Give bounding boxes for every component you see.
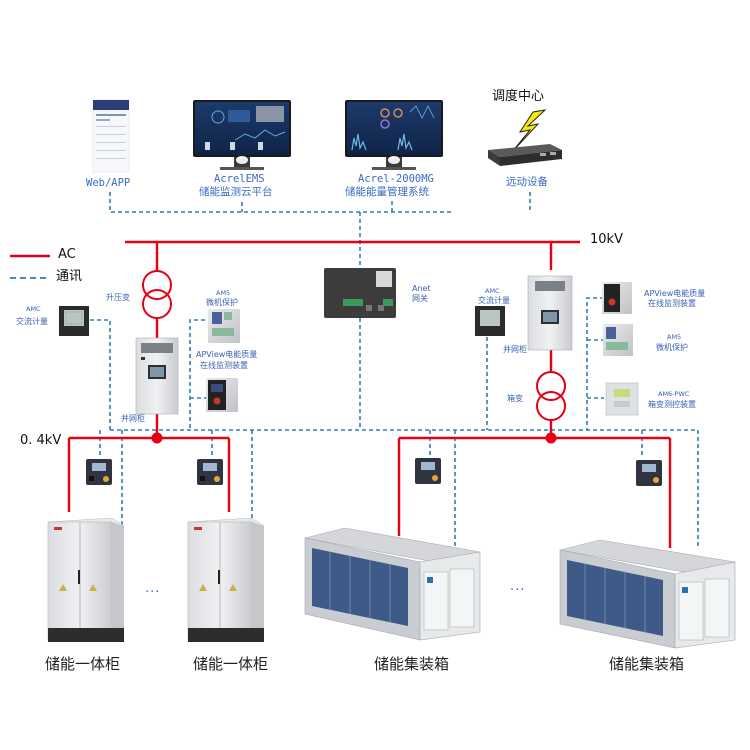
- grid-cabinet-left-icon: [135, 337, 179, 415]
- junction-left: [151, 432, 163, 444]
- junction-right: [545, 432, 557, 444]
- right-protection-label-line1: AM5: [667, 333, 682, 341]
- am6-pwc-label-line2: 箱变测控装置: [648, 400, 696, 409]
- storage-cabinet-1-icon: [47, 517, 125, 642]
- amc-small-meter-2-icon: [197, 459, 223, 485]
- am6-pwc-icon: [605, 382, 639, 416]
- legend-ac-label: AC: [58, 247, 76, 262]
- telecontrol-label: 远动设备: [506, 176, 548, 188]
- storage-container-2-label: 储能集装箱: [609, 655, 685, 673]
- right-meter-label-line1: AMC: [485, 287, 500, 295]
- am5-protection-right-icon: [603, 324, 633, 356]
- storage-container-1-label: 储能集装箱: [374, 655, 450, 673]
- ac-lines: [67, 240, 672, 548]
- storage-container-1-icon: [304, 527, 481, 641]
- dispatch-center-title: 调度中心: [492, 89, 545, 104]
- ems-subtitle: 储能监测云平台: [199, 186, 273, 198]
- step-up-transformer-label: 升压变: [106, 293, 130, 302]
- gateway-label-line2: 网关: [412, 294, 428, 303]
- gateway-label-line1: Anet: [412, 284, 431, 293]
- left-pq-label-line2: 在线监测装置: [200, 361, 248, 370]
- right-pq-label-line1: APView电能质量: [644, 289, 706, 298]
- transformer-left-icon: [142, 270, 172, 319]
- legend: [10, 254, 50, 279]
- storage-cabinet-2-icon: [187, 517, 265, 642]
- left-pq-label-line1: APView电能质量: [196, 350, 258, 359]
- transformer-right-icon: [536, 371, 566, 421]
- apview-right-icon: [602, 282, 632, 314]
- mg-monitor-icon: [345, 100, 443, 170]
- ems-title: AcrelEMS: [214, 173, 265, 185]
- left-grid-cabinet-label: 并网柜: [121, 414, 145, 423]
- lightning-icon: [511, 109, 547, 153]
- left-protection-label-line2: 微机保护: [206, 298, 238, 307]
- comm-lines: [90, 192, 699, 566]
- apview-left-icon: [206, 378, 238, 412]
- amc-small-meter-3-icon: [415, 458, 441, 484]
- storage-cabinet-2-label: 储能一体柜: [193, 655, 269, 673]
- mobile-app-icon: [92, 99, 130, 173]
- right-grid-cabinet-label: 并网柜: [503, 345, 527, 354]
- ellipsis-cabinets: ...: [145, 581, 161, 596]
- bus-10kv-label: 10kV: [590, 232, 623, 247]
- am6-pwc-label-line1: AM6-PWC: [658, 390, 690, 398]
- bus-04kv-label: 0. 4kV: [20, 433, 62, 448]
- amc-small-meter-1-icon: [86, 459, 112, 485]
- left-meter-label-line1: AMC: [26, 305, 41, 313]
- amc-meter-right-icon: [475, 306, 505, 336]
- ems-monitor-icon: [193, 100, 291, 170]
- mg-title: Acrel-2000MG: [358, 173, 434, 185]
- right-protection-label-line2: 微机保护: [656, 343, 688, 352]
- telecontrol-device-icon: [488, 144, 562, 166]
- right-meter-label-line2: 交流计量: [478, 296, 510, 305]
- ellipsis-containers: ...: [510, 579, 526, 594]
- mg-subtitle: 储能能量管理系统: [345, 186, 429, 198]
- left-meter-label-line2: 交流计量: [16, 317, 48, 326]
- gateway-device-icon: [324, 268, 396, 318]
- amc-meter-left-icon: [59, 306, 89, 336]
- grid-cabinet-right-icon: [527, 275, 573, 351]
- storage-cabinet-1-label: 储能一体柜: [45, 655, 121, 673]
- web-app-label: Web/APP: [86, 177, 131, 189]
- right-pq-label-line2: 在线监测装置: [648, 299, 696, 308]
- left-protection-label-line1: AM5: [216, 289, 231, 297]
- amc-small-meter-4-icon: [636, 460, 662, 486]
- legend-comm-label: 通讯: [56, 269, 83, 284]
- storage-container-2-icon: [559, 539, 736, 649]
- am5-protection-left-icon: [208, 309, 240, 343]
- box-transformer-label: 箱变: [507, 394, 523, 403]
